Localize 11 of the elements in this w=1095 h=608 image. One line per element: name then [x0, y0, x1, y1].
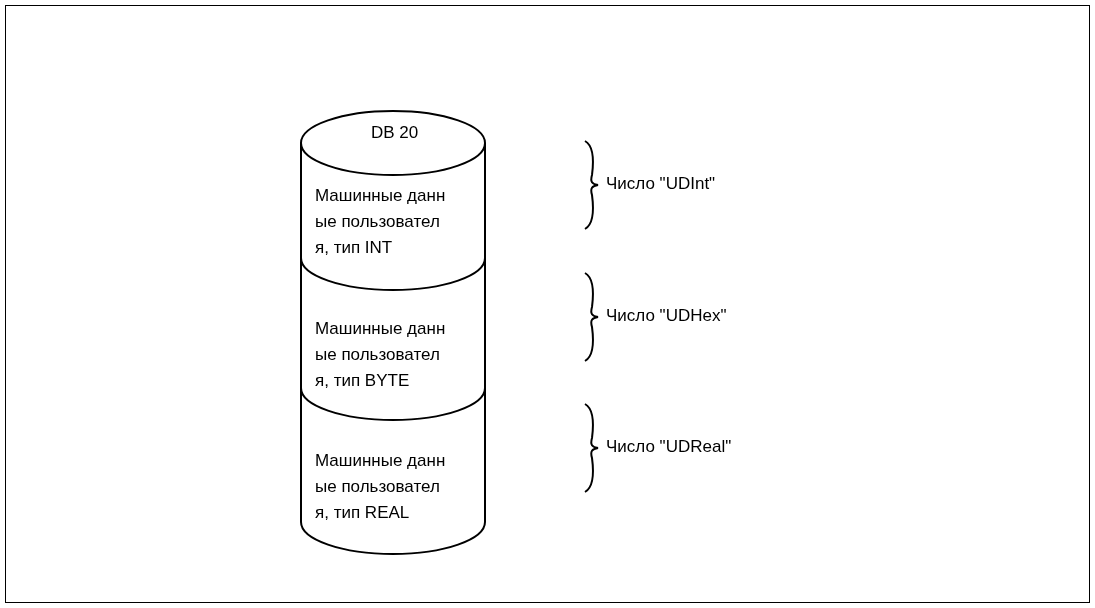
brace-label: Число "UDInt": [606, 173, 716, 195]
cylinder-top: [300, 110, 486, 176]
cylinder-segment: [300, 143, 486, 291]
cylinder-segment: [300, 388, 486, 555]
cylinder-segment: [300, 258, 486, 421]
node-label: Машинные данн ые пользовател я, тип REAL: [315, 450, 447, 524]
node-label: Машинные данн ые пользовател я, тип BYTE: [315, 318, 447, 392]
node-label: DB 20: [371, 122, 419, 144]
brace-label: Число "UDHex": [606, 305, 727, 327]
brace-label: Число "UDReal": [606, 436, 732, 458]
node-label: Машинные данн ые пользовател я, тип INT: [315, 185, 447, 259]
